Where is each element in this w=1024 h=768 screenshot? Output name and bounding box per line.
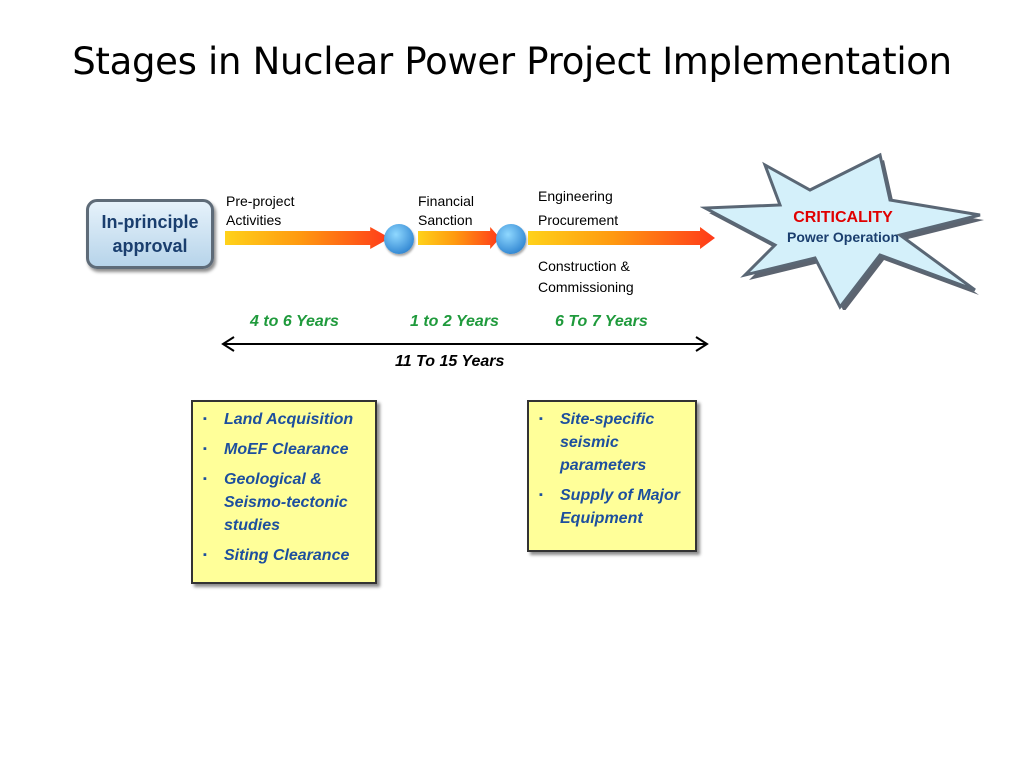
total-duration: 11 To 15 Years	[395, 353, 505, 370]
list-item: ▪MoEF Clearance	[203, 438, 367, 461]
approval-line-2: approval	[112, 236, 188, 256]
duration-stage-2: 1 to 2 Years	[410, 313, 499, 330]
bullet-icon: ▪	[203, 473, 207, 485]
page-title: Stages in Nuclear Power Project Implemen…	[72, 40, 952, 83]
bullet-icon: ▪	[539, 489, 543, 501]
span-left-head	[221, 336, 235, 352]
list-item: ▪Land Acquisition	[203, 408, 367, 431]
list-item: ▪Geological & Seismo-tectonic studies	[203, 468, 367, 537]
milestone-node-1	[384, 224, 414, 254]
stage-label-pre-project: Pre-project Activities	[226, 193, 295, 228]
list-item: ▪Siting Clearance	[203, 544, 367, 567]
bullet-icon: ▪	[203, 413, 207, 425]
pre-project-activities-box: ▪Land Acquisition ▪MoEF Clearance ▪Geolo…	[191, 400, 377, 584]
duration-stage-3: 6 To 7 Years	[555, 313, 648, 330]
bullet-icon: ▪	[539, 413, 543, 425]
criticality-label: CRITICALITY Power Operation	[772, 208, 914, 246]
stage-label-construction: Construction & Commissioning	[538, 258, 634, 295]
bullet-icon: ▪	[203, 443, 207, 455]
approval-line-1: In-principle	[101, 212, 199, 232]
pre-project-list: ▪Land Acquisition ▪MoEF Clearance ▪Geolo…	[203, 408, 367, 567]
stage-arrow-financial	[418, 227, 500, 249]
milestone-node-2	[496, 224, 526, 254]
criticality-subtitle: Power Operation	[786, 229, 900, 245]
duration-stage-1: 4 to 6 Years	[250, 313, 339, 330]
criticality-starburst	[700, 152, 984, 310]
bullet-icon: ▪	[203, 549, 207, 561]
stage-arrow-pre-project	[225, 227, 390, 249]
in-principle-approval-box: In-principle approval	[86, 199, 214, 269]
stage-arrow-construction	[528, 227, 715, 249]
stage-label-financial: Financial Sanction	[418, 193, 475, 228]
list-item: ▪Supply of Major Equipment	[539, 484, 687, 530]
construction-list: ▪Site-specific seismic parameters ▪Suppl…	[539, 408, 687, 530]
criticality-title: CRITICALITY	[793, 209, 893, 226]
total-span-arrow	[221, 336, 709, 352]
span-right-head	[695, 336, 709, 352]
stage-label-engineering: Engineering Procurement	[538, 188, 619, 228]
list-item: ▪Site-specific seismic parameters	[539, 408, 687, 477]
starburst-shape	[700, 152, 981, 310]
construction-stage-box: ▪Site-specific seismic parameters ▪Suppl…	[527, 400, 697, 552]
